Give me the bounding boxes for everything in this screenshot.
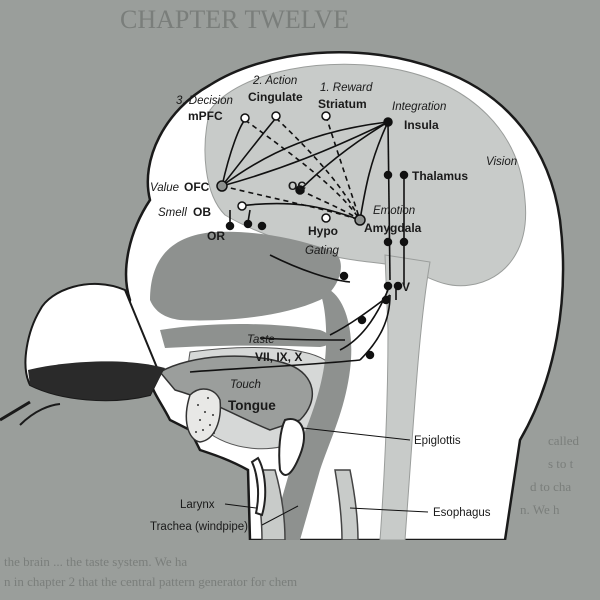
cingulate-label: Cingulate [248,90,303,104]
hyoid-dots [195,397,215,434]
cingulate-node [271,111,281,121]
ofc-label: OFC [184,180,210,194]
amygdala-node [354,214,366,226]
trachea-label: Trachea (windpipe) [150,521,248,533]
nodes [216,111,409,360]
striatum-node [321,111,331,121]
page-bottom [0,540,600,600]
thalamus-node-b [399,170,409,180]
or-node-c [257,221,267,231]
pharynx [270,290,352,540]
esophagus-label: Esophagus [433,507,491,519]
striatum-label: Striatum [318,97,367,111]
bg-line-7: n in chapter 2 that the central pattern … [4,574,297,589]
thalamus-label: Thalamus [412,169,468,183]
ob-label: OB [193,205,211,219]
leader-lines [224,427,429,526]
brain [204,63,527,287]
pathways-dashed [221,115,361,221]
or-label: OR [207,229,225,243]
vision-label: Vision [486,156,517,168]
larynx-shape [250,456,267,517]
stem-node-b [399,237,409,247]
smell-label: Smell [158,207,187,219]
hypo-node [321,213,331,223]
nasal-cavity [150,231,341,321]
v-node-a [383,281,393,291]
amygdala-label: Amygdala [364,221,422,235]
mpfc-node [240,113,250,123]
chapter-heading: CHAPTER TWELVE [120,5,349,34]
touch-label: Touch [230,379,261,391]
taste-label: Taste [247,334,275,346]
v-label: V [402,280,410,294]
stem-node-a [383,237,393,247]
v-node-b [393,281,403,291]
bg-line-6: the brain ... the taste system. We ha [4,554,187,569]
nerves-label: VII, IX, X [255,350,302,364]
or-node-b [243,219,253,229]
mpfc-label: mPFC [188,109,223,123]
epiglottis-shape [278,418,305,476]
larynx-label: Larynx [180,499,215,511]
ob-node [237,201,247,211]
action-label: 2. Action [252,75,297,87]
v-node-c [381,295,391,305]
decision-label: 3. Decision [176,95,233,107]
trigeminal-node [339,271,349,281]
bg-line-4: n. We h [520,502,560,517]
value-label: Value [150,182,179,194]
ofc-node [216,180,228,192]
oc-node [295,185,305,195]
reward-label: 1. Reward [320,82,373,94]
integration-label: Integration [392,101,446,113]
gating-label: Gating [305,245,339,257]
insula-node [383,117,393,127]
hyoid-bone [185,388,222,443]
emotion-label: Emotion [373,205,415,217]
bg-line-2: s to t [548,456,574,471]
palate [160,324,332,348]
epiglottis-label: Epiglottis [414,435,461,447]
bg-line-3: d to cha [530,479,571,494]
tongue-label: Tongue [228,398,276,413]
taste-node-b [365,350,375,360]
hypo-label: Hypo [308,224,338,238]
taste-node-a [357,315,367,325]
drinking-glass [0,282,165,426]
or-node-a [225,221,235,231]
bg-line-1: called [548,433,580,448]
thalamus-node-a [383,170,393,180]
oc-label: OC [288,179,306,193]
insula-label: Insula [404,118,439,132]
